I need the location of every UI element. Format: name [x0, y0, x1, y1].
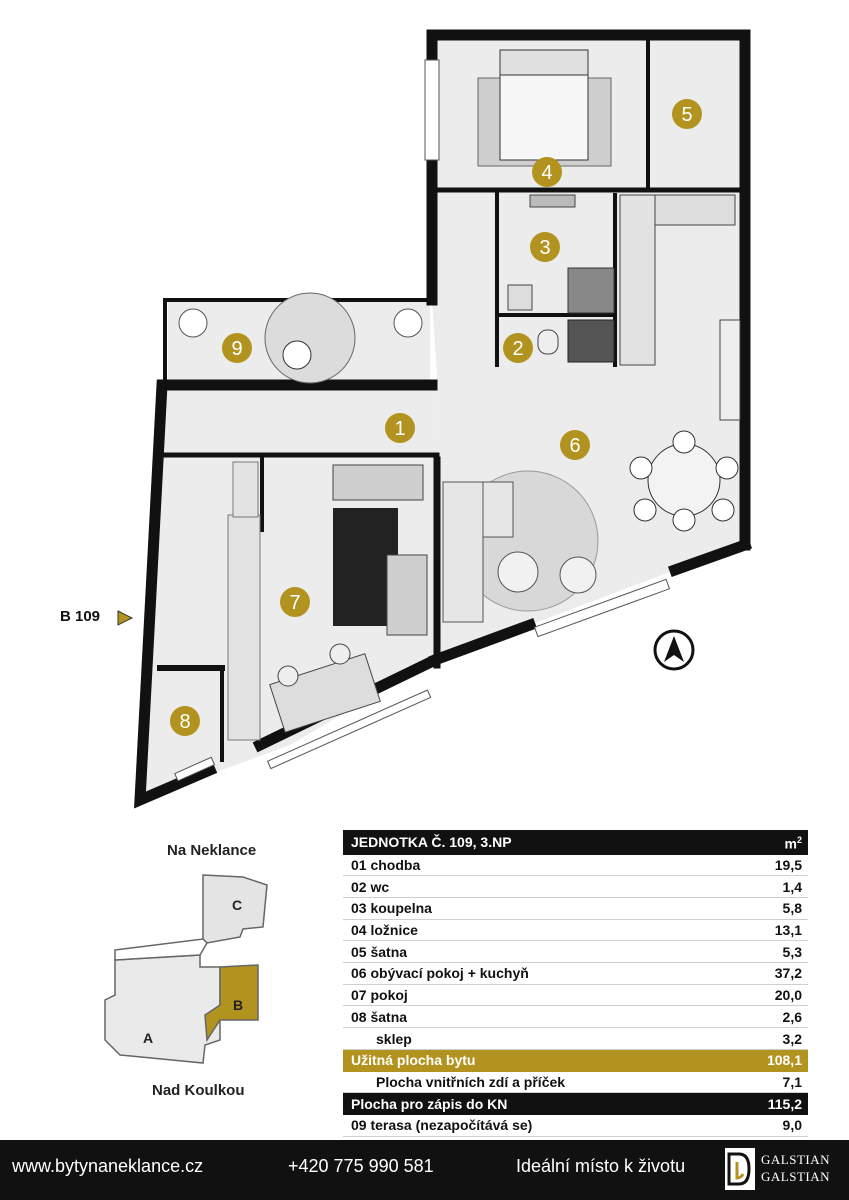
- room-marker-4: 4: [532, 157, 562, 187]
- svg-text:5: 5: [681, 104, 692, 126]
- footer-bar: www.bytynaneklance.cz +420 775 990 581 I…: [0, 1140, 849, 1200]
- table-header: JEDNOTKA Č. 109, 3.NP m2: [343, 830, 808, 855]
- unit-title: JEDNOTKA Č. 109, 3.NP: [343, 830, 714, 855]
- galstian-logo: GALSTIAN GALSTIAN: [725, 1148, 843, 1192]
- slogan: Ideální místo k životu: [516, 1156, 686, 1176]
- logo-text-bottom: GALSTIAN: [761, 1169, 830, 1184]
- svg-text:9: 9: [231, 338, 242, 360]
- walls: [134, 29, 753, 809]
- building-label-c: C: [232, 897, 242, 913]
- entrance-arrow-icon: [117, 610, 134, 626]
- room-marker-6: 6: [560, 430, 590, 460]
- building-north-west: [114, 938, 208, 961]
- unit-column: m2: [714, 830, 808, 855]
- terrace-row: 09 terasa (nezapočítává se)9,0: [343, 1114, 808, 1137]
- svg-text:2: 2: [512, 338, 523, 360]
- room-marker-3: 3: [530, 232, 560, 262]
- svg-text:6: 6: [569, 435, 580, 457]
- building-block-west: [104, 954, 221, 1064]
- svg-text:1: 1: [394, 418, 405, 440]
- room-marker-9: 9: [222, 333, 252, 363]
- svg-text:3: 3: [539, 237, 550, 259]
- room-marker-5: 5: [672, 99, 702, 129]
- logo-mark-icon: [725, 1148, 755, 1190]
- room-marker-1: 1: [385, 413, 415, 443]
- svg-text:8: 8: [179, 711, 190, 733]
- site-map: C B A: [104, 874, 268, 1064]
- svg-text:4: 4: [541, 162, 552, 184]
- room-markers: 1 2 3 4 5 6 7 8 9: [170, 99, 702, 736]
- building-label-b: B: [233, 997, 243, 1013]
- windows: [174, 59, 671, 782]
- svg-text:7: 7: [289, 592, 300, 614]
- north-arrow-icon: [653, 629, 695, 671]
- room-marker-8: 8: [170, 706, 200, 736]
- street-name-bottom: Nad Koulkou: [152, 1082, 245, 1099]
- room-marker-7: 7: [280, 587, 310, 617]
- building-label-a: A: [143, 1030, 153, 1046]
- entrance-label: B 109: [60, 608, 101, 625]
- logo-text-top: GALSTIAN: [761, 1152, 830, 1167]
- street-name-top: Na Neklance: [167, 842, 257, 859]
- furniture: [178, 49, 741, 741]
- room-marker-2: 2: [503, 333, 533, 363]
- phone-number[interactable]: +420 775 990 581: [288, 1156, 434, 1176]
- building-b: [204, 964, 259, 1043]
- website-link[interactable]: www.bytynaneklance.cz: [12, 1156, 204, 1176]
- floor-plan: 1 2 3 4 5 6 7 8 9: [117, 29, 753, 809]
